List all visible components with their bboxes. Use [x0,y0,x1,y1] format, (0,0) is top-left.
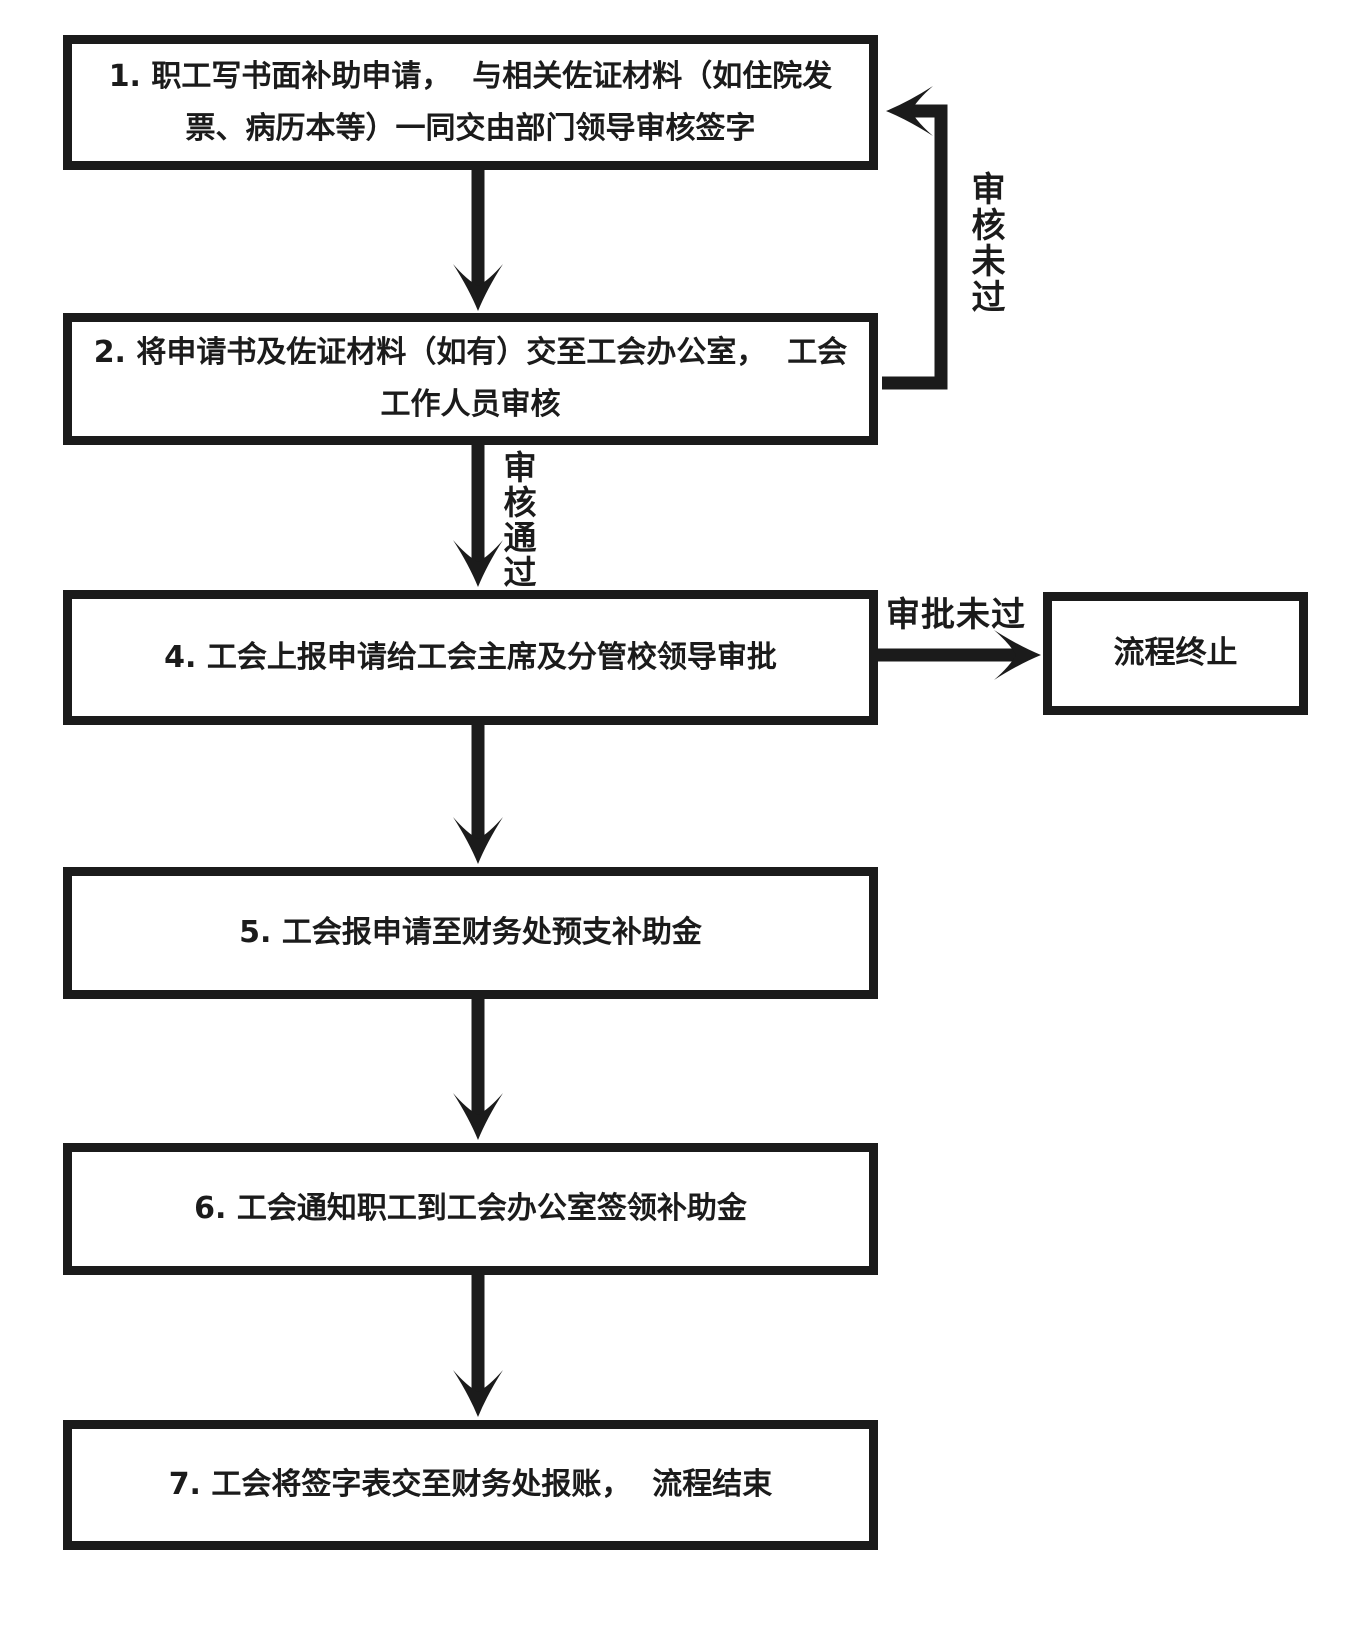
flow-step-1-box: 1. 职工写书面补助申请， 与相关佐证材料（如住院发票、病历本等）一同交由部门领… [63,35,878,170]
flow-step-4-label: 4. 工会上报申请给工会主席及分管校领导审批 [164,639,777,675]
flow-step-2-label: 2. 将申请书及佐证材料（如有）交至工会办公室， 工会工作人员审核 [93,335,848,422]
flow-step-5-label: 5. 工会报申请至财务处预支补助金 [239,915,702,951]
edge-label-review-passed: 审核通过 [498,450,537,590]
feedback-loop-head [886,86,933,136]
flow-step-7-box: 7. 工会将签字表交至财务处报账， 流程结束 [63,1420,878,1550]
flow-terminate-label: 流程终止 [1113,634,1238,671]
flow-step-7-label: 7. 工会将签字表交至财务处报账， 流程结束 [168,1467,773,1503]
arrow-step4-to-step5-head [453,817,503,864]
arrow-step6-to-step7-head [453,1370,503,1417]
arrow-step4-to-terminate-head [994,630,1041,680]
arrow-step2-to-step4-head [453,540,503,587]
arrow-step1-to-step2-head [453,264,503,311]
flow-step-4-box: 4. 工会上报申请给工会主席及分管校领导审批 [63,590,878,725]
feedback-loop-line [882,104,948,390]
flow-step-1-label: 1. 职工写书面补助申请， 与相关佐证材料（如住院发票、病历本等）一同交由部门领… [108,58,833,146]
flow-terminate-box: 流程终止 [1043,592,1308,715]
flow-step-5-box: 5. 工会报申请至财务处预支补助金 [63,867,878,999]
edge-label-approval-failed: 审批未过 [886,595,1026,635]
flow-step-2-box: 2. 将申请书及佐证材料（如有）交至工会办公室， 工会工作人员审核 [63,313,878,445]
flow-step-6-box: 6. 工会通知职工到工会办公室签领补助金 [63,1143,878,1275]
flow-step-6-label: 6. 工会通知职工到工会办公室签领补助金 [194,1191,747,1227]
edge-label-review-failed: 审核未过 [965,171,1005,315]
arrow-step5-to-step6-head [453,1093,503,1140]
